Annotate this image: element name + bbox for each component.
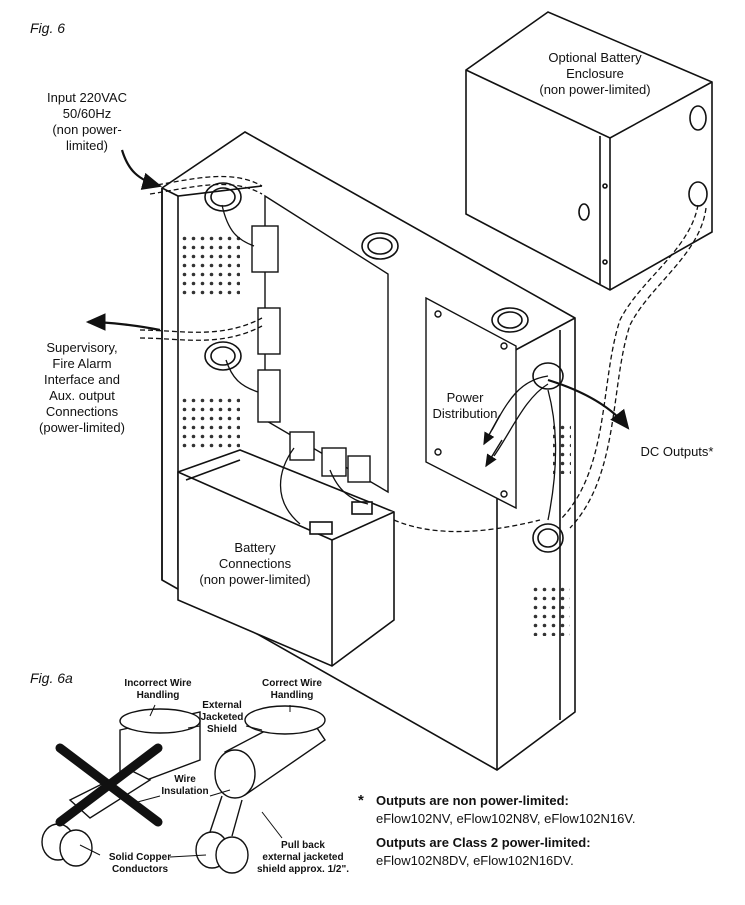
vent-holes bbox=[182, 236, 240, 296]
solid-copper-conductors-label: Solid Copper Conductors bbox=[108, 852, 172, 875]
battery-enclosure-label: Optional Battery Enclosure (non power-li… bbox=[539, 50, 651, 97]
pull-back-shield-label: Pull back external jacketed shield appro… bbox=[257, 840, 349, 875]
dc-outputs-label: DC Outputs* bbox=[640, 444, 714, 459]
non-power-limited-heading: Outputs are non power-limited: bbox=[376, 793, 569, 808]
vent-holes bbox=[553, 424, 571, 474]
correct-wire-handling-label: Correct Wire Handling bbox=[262, 678, 322, 701]
external-jacketed-shield-label: External Jacketed Shield bbox=[200, 700, 244, 735]
supervisory-connections-label: Supervisory, Fire Alarm Interface and Au… bbox=[39, 340, 125, 435]
input-220vac-label: Input 220VAC 50/60Hz (non power- limited… bbox=[47, 90, 127, 153]
power-distribution-label: Power Distribution bbox=[432, 390, 498, 421]
cable-correct bbox=[195, 705, 326, 874]
leader-lines bbox=[79, 704, 291, 858]
vent-holes bbox=[530, 586, 570, 636]
optional-battery-enclosure bbox=[465, 11, 713, 291]
main-circuit-board bbox=[251, 194, 389, 494]
class2-power-limited-models: eFlow102N8DV, eFlow102N16DV. bbox=[376, 853, 574, 868]
fig-6a-label: Fig. 6a bbox=[30, 670, 73, 686]
fig-6-label: Fig. 6 bbox=[30, 20, 66, 36]
wires bbox=[139, 175, 707, 533]
battery-connections-label: Battery Connections (non power-limited) bbox=[199, 540, 311, 587]
footnote-asterisk: * bbox=[358, 792, 364, 809]
class2-power-limited-heading: Outputs are Class 2 power-limited: bbox=[376, 835, 591, 850]
incorrect-wire-handling-label: Incorrect Wire Handling bbox=[124, 678, 192, 701]
non-power-limited-models: eFlow102NV, eFlow102N8V, eFlow102N16V. bbox=[376, 811, 636, 826]
arrows bbox=[85, 149, 630, 468]
vent-holes bbox=[182, 398, 240, 452]
cable-incorrect bbox=[41, 708, 201, 867]
wire-insulation-label: Wire Insulation bbox=[161, 774, 209, 797]
incorrect-x-mark bbox=[55, 743, 163, 827]
